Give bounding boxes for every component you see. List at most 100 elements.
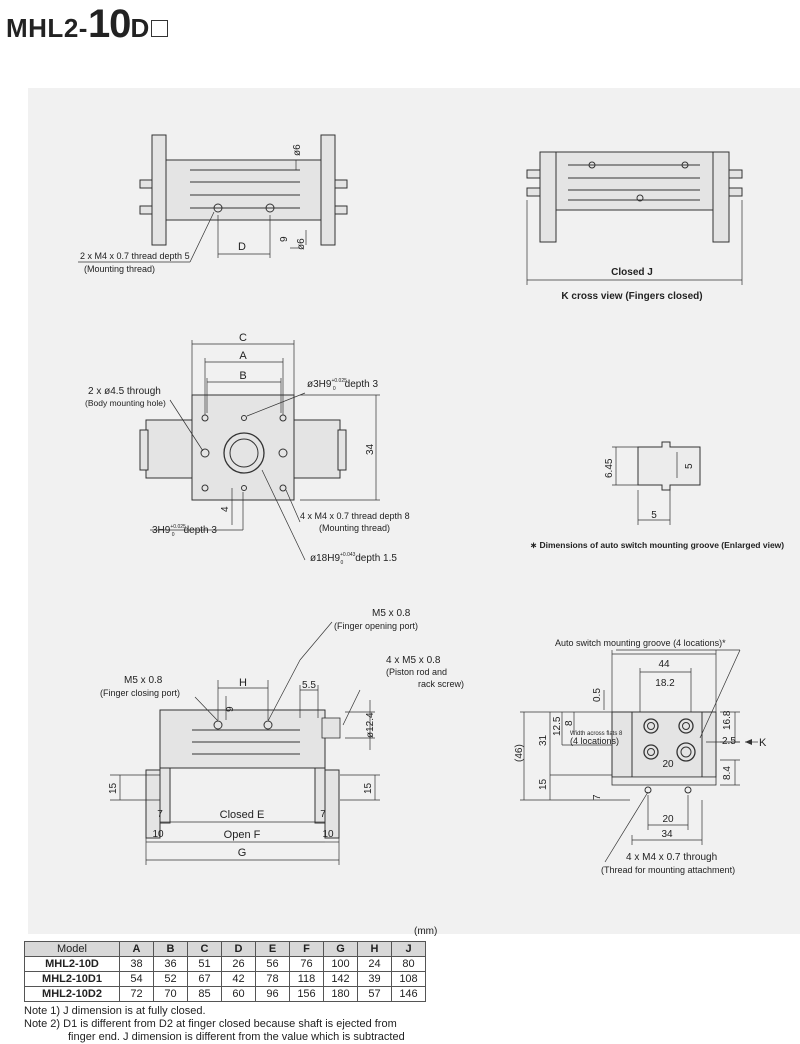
bottom-dim-7b: 7: [320, 809, 326, 820]
cell-B: 70: [153, 986, 188, 1002]
cell-H: 24: [357, 956, 392, 972]
title-prefix: MHL2-: [6, 13, 88, 43]
header-C: C: [187, 941, 222, 957]
table-row: MHL2-10D2 72 70 85 60 96 156 180 57 146: [24, 986, 426, 1002]
side-dim-8: 8: [564, 720, 575, 726]
header-D: D: [221, 941, 256, 957]
header-model: Model: [24, 941, 120, 957]
side-flats-label: Width across flats 8: [570, 731, 623, 737]
bottom-open-port-note: (Finger opening port): [334, 621, 418, 631]
side-dim-168: 16.8: [722, 710, 733, 730]
groove-dim-645: 6.45: [604, 458, 615, 478]
header-A: A: [119, 941, 154, 957]
side-dim-15: 15: [538, 778, 549, 790]
bottom-dim-G: G: [238, 847, 247, 859]
side-dim-46: (46): [514, 744, 525, 762]
cell-G: 180: [323, 986, 358, 1002]
row-model: MHL2-10D2: [24, 986, 120, 1002]
side-dim-31: 31: [538, 734, 549, 746]
cell-D: 60: [221, 986, 256, 1002]
side-arrow-K: K: [759, 737, 767, 749]
side-view: Auto switch mounting groove (4 locations…: [514, 638, 767, 875]
table-row: MHL2-10D1 54 52 67 42 78 118 142 39 108: [24, 971, 426, 987]
cell-C: 67: [187, 971, 222, 987]
front-dim-B: B: [239, 370, 246, 382]
note-2-cont: finger end. J dimension is different fro…: [68, 1031, 405, 1043]
cell-G: 142: [323, 971, 358, 987]
groove-dim-5a: 5: [684, 463, 695, 469]
bottom-piston-note2: rack screw): [418, 679, 464, 689]
top-dim-9: 9: [279, 236, 290, 242]
side-dim-7: 7: [592, 794, 603, 800]
cell-F: 156: [289, 986, 324, 1002]
cell-J: 80: [391, 956, 426, 972]
cell-H: 57: [357, 986, 392, 1002]
top-callout-thread: 2 x M4 x 0.7 thread depth 5: [80, 251, 190, 261]
row-model: MHL2-10D1: [24, 971, 120, 987]
front-dim-34: 34: [365, 443, 376, 455]
top-dim-o6a: ø6: [292, 144, 303, 156]
front-through: 2 x ø4.5 through: [88, 386, 161, 397]
table-unit: (mm): [414, 926, 438, 937]
cell-G: 100: [323, 956, 358, 972]
title-box: [151, 20, 169, 37]
side-dim-34: 34: [661, 829, 673, 840]
front-through-note: (Body mounting hole): [85, 398, 166, 408]
bottom-closed-E: Closed E: [220, 809, 265, 821]
side-dim-20a: 20: [662, 759, 674, 770]
bottom-dim-10b: 10: [322, 829, 334, 840]
cell-B: 52: [153, 971, 188, 987]
bottom-dim-9: 9: [225, 706, 236, 712]
dimension-table: Model A B C D E F G H J MHL2-10D 38 36 5…: [24, 941, 426, 1002]
side-dim-05: 0.5: [592, 688, 603, 702]
side-dim-182: 18.2: [655, 678, 675, 689]
front-view: C A B 34 4 2 x ø4.5 through (Body mounti…: [85, 332, 410, 566]
title-size: 10: [87, 2, 131, 46]
groove-dim-5b: 5: [651, 510, 657, 521]
bottom-piston-note1: (Piston rod and: [386, 667, 447, 677]
side-dim-125: 12.5: [552, 716, 563, 736]
side-through: 4 x M4 x 0.7 through: [626, 852, 717, 863]
front-thread-note: (Mounting thread): [319, 523, 390, 533]
top-dim-D: D: [238, 241, 246, 253]
header-H: H: [357, 941, 392, 957]
bottom-dim-15a: 15: [108, 782, 119, 794]
cell-B: 36: [153, 956, 188, 972]
side-dim-44: 44: [658, 659, 670, 670]
cell-C: 51: [187, 956, 222, 972]
cell-F: 76: [289, 956, 324, 972]
bottom-open-F: Open F: [224, 829, 261, 841]
notes: Note 1) J dimension is at fully closed. …: [24, 1005, 444, 1044]
cell-C: 85: [187, 986, 222, 1002]
front-dim-4: 4: [220, 506, 231, 512]
bottom-dim-55: 5.5: [302, 680, 316, 691]
groove-detail: 6.45 5 5 ∗ Dimensions of auto switch mou…: [530, 441, 784, 550]
side-groove-label: Auto switch mounting groove (4 locations…: [555, 638, 726, 648]
bottom-open-port: M5 x 0.8: [372, 608, 411, 619]
cell-D: 42: [221, 971, 256, 987]
header-E: E: [255, 941, 290, 957]
bottom-dim-7a: 7: [157, 809, 163, 820]
header-B: B: [153, 941, 188, 957]
bottom-close-port-note: (Finger closing port): [100, 688, 180, 698]
k-caption: K cross view (Fingers closed): [561, 291, 702, 302]
side-dim-84: 8.4: [722, 766, 733, 780]
table-header-row: Model A B C D E F G H J: [24, 941, 426, 957]
title-suffix: D: [130, 13, 150, 43]
top-callout-mounting: (Mounting thread): [84, 264, 155, 274]
table-row: MHL2-10D 38 36 51 26 56 76 100 24 80: [24, 956, 426, 972]
front-dim-C: C: [239, 332, 247, 344]
cell-H: 39: [357, 971, 392, 987]
cell-F: 118: [289, 971, 324, 987]
header-J: J: [391, 941, 426, 957]
bottom-dim-15b: 15: [363, 782, 374, 794]
cell-J: 146: [391, 986, 426, 1002]
cell-E: 78: [255, 971, 290, 987]
cell-J: 108: [391, 971, 426, 987]
k-closed-J: Closed J: [611, 267, 653, 278]
front-dim-A: A: [239, 350, 247, 362]
bottom-dim-H: H: [239, 677, 247, 689]
